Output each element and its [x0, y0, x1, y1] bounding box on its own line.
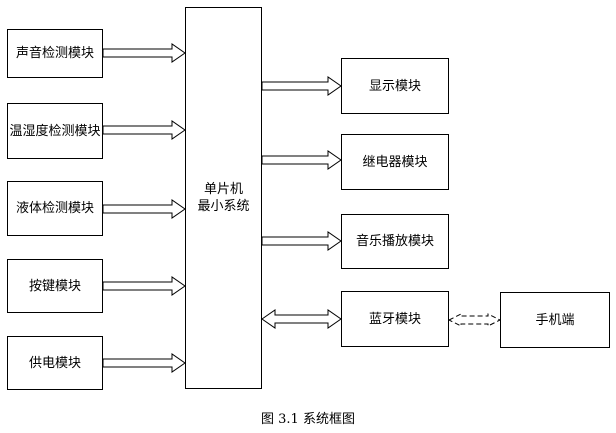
- input-box-key: 按键模块: [7, 259, 103, 313]
- dashed-link-bluetooth-phone: [447, 313, 502, 327]
- input-label-power: 供电模块: [28, 355, 81, 371]
- mcu-label-line2: 最小系统: [197, 199, 250, 214]
- output-box-music: 音乐播放模块: [341, 214, 449, 269]
- output-label-display: 显示模块: [368, 78, 421, 94]
- input-label-key: 按键模块: [28, 278, 81, 294]
- mcu-label-line1: 单片机: [203, 182, 243, 197]
- phone-box: 手机端: [500, 292, 610, 348]
- input-label-temp-humidity: 温湿度检测模块: [9, 123, 101, 139]
- input-box-liquid: 液体检测模块: [7, 181, 103, 236]
- output-box-bluetooth: 蓝牙模块: [341, 291, 449, 347]
- output-label-bluetooth: 蓝牙模块: [368, 311, 421, 327]
- output-label-relay: 继电器模块: [362, 154, 428, 170]
- input-box-sound: 声音检测模块: [7, 29, 103, 78]
- phone-label: 手机端: [535, 312, 575, 328]
- arrow-mcu-to-music: [261, 231, 342, 251]
- arrow-mcu-to-display: [261, 76, 342, 96]
- input-box-power: 供电模块: [7, 336, 103, 390]
- figure-caption: 图 3.1 系统框图: [261, 412, 355, 427]
- arrow-mcu-to-relay: [261, 150, 342, 170]
- mcu-box: 单片机 最小系统: [185, 7, 262, 389]
- output-box-relay: 继电器模块: [341, 134, 449, 190]
- input-label-sound: 声音检测模块: [15, 46, 94, 61]
- arrow-mcu-bluetooth-bidirectional: [261, 309, 342, 329]
- arrow-temp-to-mcu: [102, 120, 186, 140]
- output-box-display: 显示模块: [341, 58, 449, 114]
- arrow-key-to-mcu: [102, 276, 186, 296]
- output-label-music: 音乐播放模块: [355, 234, 434, 249]
- input-label-liquid: 液体检测模块: [15, 201, 94, 216]
- arrow-sound-to-mcu: [102, 43, 186, 63]
- arrow-liquid-to-mcu: [102, 199, 186, 219]
- arrow-power-to-mcu: [102, 353, 186, 373]
- input-box-temp-humidity: 温湿度检测模块: [7, 103, 103, 159]
